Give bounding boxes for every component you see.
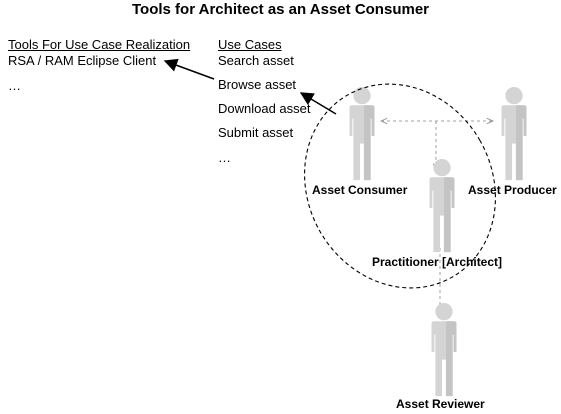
- tool-item-rsa-ram: RSA / RAM Eclipse Client: [8, 53, 157, 68]
- use-case-download: Download asset: [218, 101, 311, 116]
- asset-reviewer-label: Asset Reviewer: [396, 397, 485, 411]
- practitioner-label: Practitioner [Architect]: [372, 255, 503, 269]
- asset-producer-label: Asset Producer: [468, 183, 557, 197]
- use-case-submit: Submit asset: [218, 125, 294, 140]
- architect-consumer-ellipse: [304, 83, 496, 289]
- asset-consumer-actor-icon: [349, 86, 375, 181]
- use-case-search: Search asset: [218, 53, 294, 68]
- asset-producer-actor-icon: [501, 86, 527, 181]
- asset-consumer-label: Asset Consumer: [312, 183, 408, 197]
- use-cases-header: Use Cases: [218, 37, 282, 52]
- browse-to-tool-arrow: [163, 58, 215, 80]
- diagram-title: Tools for Architect as an Asset Consumer: [131, 1, 429, 18]
- practitioner-actor-icon: [429, 158, 455, 253]
- tools-header: Tools For Use Case Realization: [8, 37, 191, 52]
- use-case-browse: Browse asset: [218, 77, 297, 92]
- asset-reviewer-actor-icon: [431, 302, 457, 397]
- ellipse-to-browse-arrow: [299, 92, 337, 115]
- tool-item-more: …: [8, 78, 21, 93]
- use-case-more: …: [218, 150, 231, 165]
